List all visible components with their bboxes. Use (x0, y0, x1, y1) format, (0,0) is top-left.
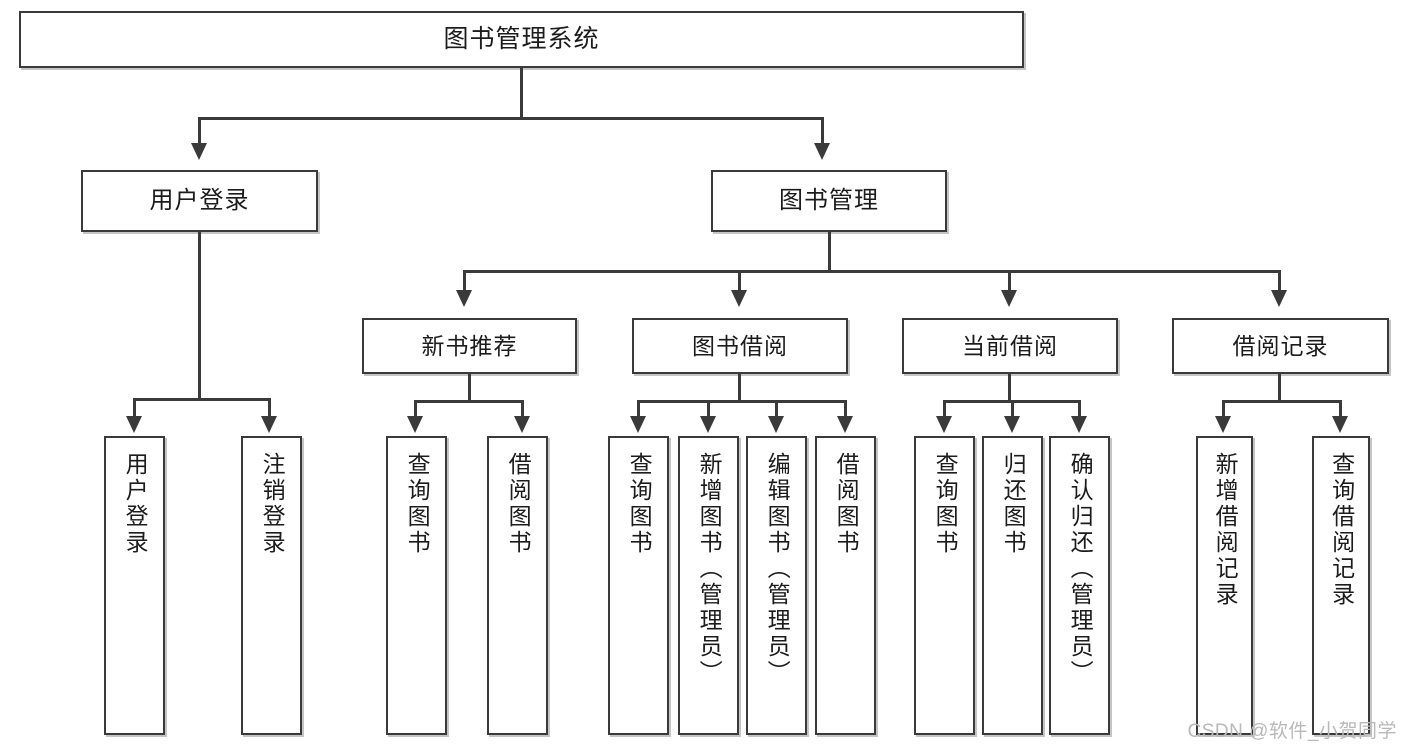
arrow-bookmgmt-to-borrow (731, 290, 747, 307)
leaf-current-confirm-return-admin[interactable]: 确认归还（管理员） (1049, 436, 1110, 735)
connector-userlogin-stem (198, 232, 201, 399)
arrow-bookmgmt-to-newbook (456, 290, 472, 307)
leaf-record-add-record[interactable]: 新增借阅记录 (1196, 436, 1253, 735)
node-borrow-record[interactable]: 借阅记录 (1172, 318, 1389, 374)
connector-borrow-l2 (707, 400, 710, 418)
connector-current-l3 (1078, 400, 1081, 418)
arrow-userlogin-leaf-1 (126, 416, 142, 433)
connector-record-stem (1278, 374, 1281, 402)
connector-borrow-bus (637, 400, 846, 403)
leaf-borrow-edit-book-admin[interactable]: 编辑图书（管理员） (746, 436, 807, 735)
node-label: 新增借阅记录 (1212, 452, 1239, 608)
node-label: 用户登录 (122, 452, 149, 556)
node-root-library-system[interactable]: 图书管理系统 (19, 11, 1024, 68)
connector-userlogin-left (133, 398, 136, 418)
connector-newbook-l2 (521, 400, 524, 418)
leaf-current-return-book[interactable]: 归还图书 (982, 436, 1043, 735)
arrow-newbook-leaf-2 (514, 416, 530, 433)
connector-bookmgmt-c2 (738, 270, 741, 292)
connector-bookmgmt-c1 (463, 270, 466, 292)
node-label: 用户登录 (149, 187, 250, 214)
node-label: 当前借阅 (962, 332, 1058, 359)
node-label: 借阅图书 (833, 452, 860, 556)
node-label: 图书管理系统 (443, 24, 600, 53)
connector-root-to-userlogin (198, 117, 201, 145)
leaf-newbook-borrow-book[interactable]: 借阅图书 (487, 436, 548, 735)
leaf-newbook-query-book[interactable]: 查询图书 (386, 436, 447, 735)
connector-bookmgmt-c4 (1278, 270, 1281, 292)
connector-current-l1 (943, 400, 946, 418)
connector-userlogin-right (268, 398, 271, 418)
node-label: 确认归还（管理员） (1067, 452, 1094, 686)
node-label: 注销登录 (259, 452, 286, 556)
node-book-borrow[interactable]: 图书借阅 (632, 318, 848, 374)
arrow-borrow-leaf-2 (700, 416, 716, 433)
csdn-watermark: CSDN @软件_小贺同学 (1187, 721, 1397, 742)
connector-current-stem (1008, 374, 1011, 402)
leaf-user-login-signin[interactable]: 用户登录 (104, 436, 165, 735)
node-label: 查询借阅记录 (1328, 452, 1355, 608)
node-label: 图书借阅 (692, 332, 788, 359)
leaf-current-query-book[interactable]: 查询图书 (914, 436, 975, 735)
arrow-root-to-bookmgmt (814, 143, 830, 160)
arrow-borrow-leaf-1 (630, 416, 646, 433)
arrow-newbook-leaf-1 (407, 416, 423, 433)
connector-root-bus (198, 117, 823, 120)
arrow-bookmgmt-to-record (1271, 290, 1287, 307)
node-label: 借阅图书 (505, 452, 532, 556)
arrow-current-leaf-2 (1004, 416, 1020, 433)
connector-current-l2 (1011, 400, 1014, 418)
leaf-borrow-add-book-admin[interactable]: 新增图书（管理员） (678, 436, 739, 735)
connector-record-bus (1222, 400, 1341, 403)
node-user-login[interactable]: 用户登录 (81, 170, 318, 232)
node-current-borrow[interactable]: 当前借阅 (902, 318, 1118, 374)
node-label: 查询图书 (932, 452, 959, 556)
leaf-record-query-record[interactable]: 查询借阅记录 (1312, 436, 1370, 735)
connector-record-l1 (1222, 400, 1225, 418)
arrow-bookmgmt-to-current (1001, 290, 1017, 307)
connector-borrow-l3 (775, 400, 778, 418)
node-label: 新书推荐 (421, 332, 518, 359)
connector-borrow-stem (738, 374, 741, 402)
connector-bookmgmt-stem (828, 232, 831, 272)
node-new-book-recommend[interactable]: 新书推荐 (362, 318, 577, 374)
connector-record-l2 (1339, 400, 1342, 418)
node-label: 图书管理 (779, 187, 879, 214)
arrow-userlogin-leaf-2 (261, 416, 277, 433)
arrow-record-leaf-1 (1215, 416, 1231, 433)
node-book-management[interactable]: 图书管理 (711, 170, 947, 232)
node-label: 查询图书 (626, 452, 653, 556)
leaf-user-login-signout[interactable]: 注销登录 (241, 436, 302, 735)
connector-borrow-l4 (844, 400, 847, 418)
connector-newbook-bus (414, 400, 523, 403)
connector-root-to-bookmgmt (821, 117, 824, 145)
connector-newbook-l1 (414, 400, 417, 418)
node-label: 查询图书 (404, 452, 431, 556)
connector-newbook-stem (468, 374, 471, 402)
arrow-root-to-userlogin (191, 143, 207, 160)
connector-root-stem (520, 68, 523, 118)
arrow-current-leaf-3 (1071, 416, 1087, 433)
connector-bookmgmt-bus (463, 270, 1281, 273)
arrow-borrow-leaf-3 (768, 416, 784, 433)
arrow-current-leaf-1 (936, 416, 952, 433)
connector-borrow-l1 (637, 400, 640, 418)
node-label: 借阅记录 (1232, 332, 1329, 359)
node-label: 编辑图书（管理员） (764, 452, 791, 686)
connector-userlogin-bus (133, 398, 270, 401)
connector-bookmgmt-c3 (1008, 270, 1011, 292)
node-label: 新增图书（管理员） (696, 452, 723, 686)
arrow-record-leaf-2 (1332, 416, 1348, 433)
arrow-borrow-leaf-4 (837, 416, 853, 433)
leaf-borrow-borrow-book[interactable]: 借阅图书 (815, 436, 876, 735)
node-label: 归还图书 (1000, 452, 1027, 556)
leaf-borrow-query-book[interactable]: 查询图书 (608, 436, 669, 735)
